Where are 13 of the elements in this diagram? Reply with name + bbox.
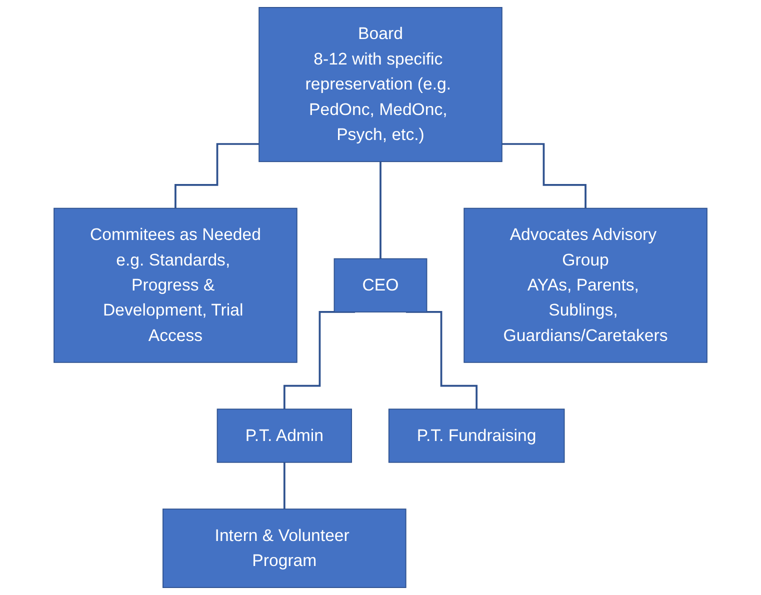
node-box: Board 8-12 with specific represervation (e.g. PedOnc, MedOnc, Psych, etc.) (258, 7, 502, 162)
node-box: Intern & Volunteer Program (162, 508, 406, 588)
connector (174, 143, 260, 210)
node-box: Commitees as Needed e.g. Standards, Progress & Development, Trial Access (54, 208, 298, 363)
node-box: P.T. Fundraising (388, 408, 565, 463)
node-box: P.T. Admin (216, 408, 352, 463)
node-box: CEO (334, 258, 428, 312)
node-box: Advocates Advisory Group AYAs, Parents, Sublings, Guardians/Caretakers (464, 208, 708, 363)
connector (283, 461, 286, 510)
connector (406, 311, 478, 410)
connector (380, 160, 382, 260)
connector (502, 143, 586, 210)
connector (283, 311, 356, 410)
